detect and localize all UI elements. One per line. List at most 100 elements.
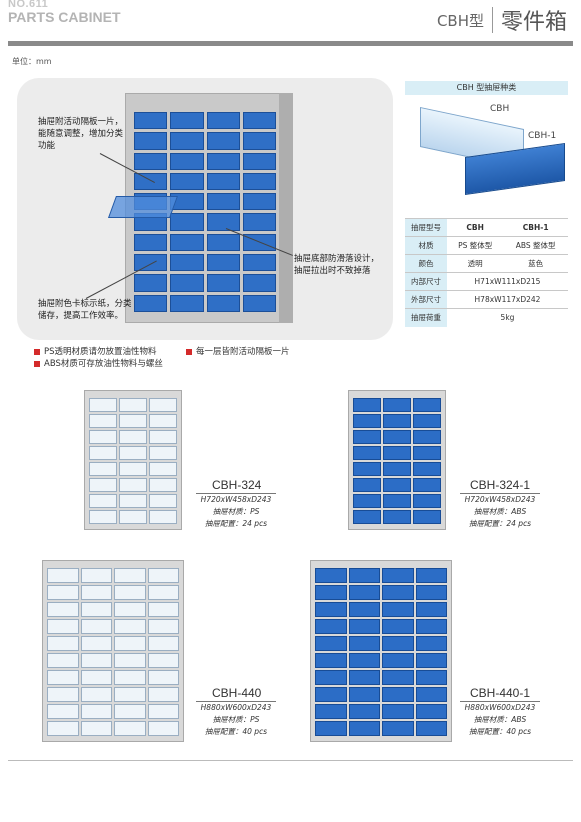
drawer-front	[80, 568, 112, 583]
drawer-front	[383, 494, 411, 508]
drawer-front	[89, 430, 117, 444]
spec-row: 颜色 透明 蓝色	[405, 254, 568, 273]
drawer-front	[149, 462, 177, 476]
drawer-front	[119, 510, 147, 524]
header-divider	[491, 7, 493, 33]
product-dims: H880xW600xD243	[464, 703, 536, 712]
drawer-front	[89, 510, 117, 524]
callout-antislip: 抽屉底部防滑落设计，抽屉拉出时不致掉落	[294, 254, 380, 276]
product-name: CBH-440	[212, 686, 262, 700]
drawer-label-cbh1: CBH-1	[528, 131, 557, 141]
product-rule	[460, 701, 540, 702]
drawer-front	[80, 602, 112, 617]
drawer-front	[242, 274, 276, 292]
drawer-front	[383, 430, 411, 444]
drawer-front	[170, 213, 204, 231]
drawer-front	[382, 585, 414, 600]
drawer-label-cbh: CBH	[490, 104, 510, 114]
drawer-front	[315, 568, 347, 583]
drawer-front	[206, 132, 240, 150]
drawer-front	[242, 294, 276, 312]
drawer-front	[89, 494, 117, 508]
drawer-types-title: CBH 型抽屉种类	[405, 81, 568, 95]
drawer-front	[47, 721, 79, 736]
drawer-front	[149, 430, 177, 444]
drawer-front	[353, 510, 381, 524]
product-rule	[196, 701, 276, 702]
drawer-front	[170, 152, 204, 170]
product-config: 抽屉配置：24 pcs	[204, 519, 268, 528]
drawer-front	[415, 653, 447, 668]
product-name: CBH-324-1	[470, 478, 531, 492]
drawer-front	[315, 602, 347, 617]
drawer-front	[315, 670, 347, 685]
drawer-front	[413, 510, 441, 524]
drawer-front	[383, 398, 411, 412]
drawer-front	[206, 233, 240, 252]
drawer-front	[348, 687, 380, 702]
page-number: NO.611	[8, 0, 49, 10]
bullet-square-icon	[34, 348, 40, 355]
drawer-front	[353, 414, 381, 428]
drawer-front	[206, 172, 240, 191]
drawer-front	[47, 619, 79, 634]
drawer-front	[413, 478, 441, 492]
drawer-front	[114, 687, 146, 702]
title-chinese: 零件箱	[500, 10, 567, 35]
drawer-front	[149, 414, 177, 428]
drawer-front	[383, 462, 411, 476]
drawer-front	[147, 704, 179, 719]
drawer-front	[114, 653, 146, 668]
drawer-front	[382, 670, 414, 685]
product-dims: H880xW600xD243	[200, 703, 272, 712]
bullet-square-icon	[186, 348, 192, 355]
series-label: CBH型	[436, 11, 484, 30]
drawer-front	[382, 636, 414, 651]
drawer-front	[315, 619, 347, 634]
feature-cabinet-side	[279, 93, 293, 323]
drawer-front	[413, 430, 441, 444]
drawer-front	[413, 494, 441, 508]
product-dims: H720xW458xD243	[200, 495, 272, 504]
drawer-front	[170, 254, 204, 272]
drawer-front	[348, 653, 380, 668]
spec-value: 蓝色	[503, 254, 568, 273]
drawer-front	[242, 193, 276, 211]
drawer-front	[119, 494, 147, 508]
spec-label: 抽屉荷重	[405, 308, 447, 327]
bullet-square-icon	[34, 360, 40, 367]
product-rule	[460, 493, 540, 494]
drawer-front	[348, 636, 380, 651]
drawer-front	[383, 446, 411, 460]
drawer-front	[315, 585, 347, 600]
drawer-front	[242, 152, 276, 170]
drawer-front	[89, 478, 117, 492]
spec-label: 颜色	[405, 254, 447, 273]
drawer-front	[119, 430, 147, 444]
drawer-front	[315, 687, 347, 702]
product-info: H880xW600xD243 抽屉材质：PS 抽屉配置：40 pcs	[190, 702, 282, 738]
drawer-front	[147, 670, 179, 685]
drawer-front	[348, 602, 380, 617]
drawer-front	[114, 602, 146, 617]
drawer-front	[382, 704, 414, 719]
drawer-front	[47, 636, 79, 651]
drawer-front	[134, 274, 168, 292]
callout-label-card: 抽屉附色卡标示纸，分类储存，提高工作效率。	[38, 299, 132, 321]
note-ps: PS透明材质请勿放置油性物料	[34, 345, 157, 357]
drawer-front	[242, 254, 276, 272]
spec-table: 抽屉型号 CBH CBH-1 材质 PS 整体型 ABS 整体型 颜色 透明 蓝…	[405, 218, 568, 327]
product-material: 抽屉材质：ABS	[473, 715, 527, 724]
drawer-front	[170, 294, 204, 312]
drawer-front	[353, 494, 381, 508]
drawer-front	[47, 602, 79, 617]
drawer-front	[89, 446, 117, 460]
drawer-front	[114, 568, 146, 583]
spec-value: 5kg	[447, 308, 568, 327]
drawer-front	[206, 294, 240, 312]
spec-value: ABS 整体型	[503, 236, 568, 255]
drawer-front	[315, 653, 347, 668]
drawer-front	[353, 398, 381, 412]
drawer-front	[149, 510, 177, 524]
spec-row: 材质 PS 整体型 ABS 整体型	[405, 236, 568, 255]
